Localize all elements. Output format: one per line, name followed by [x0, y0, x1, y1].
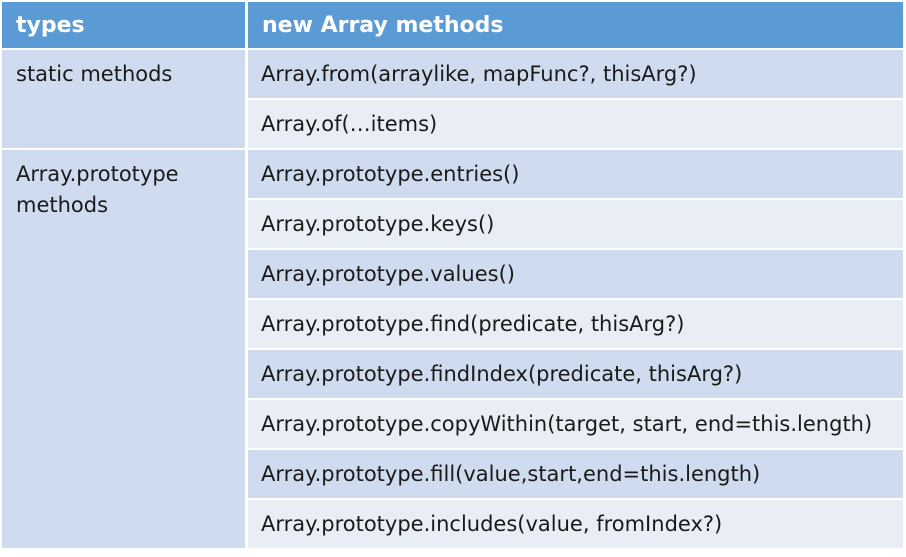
method-cell: Array.prototype.findIndex(predicate, thi… — [248, 350, 903, 398]
type-cell-static: static methods — [2, 50, 245, 148]
method-cell: Array.prototype.entries() — [248, 150, 903, 198]
method-cell: Array.prototype.values() — [248, 250, 903, 298]
method-cell: Array.of(…items) — [248, 100, 903, 148]
method-cell: Array.prototype.fill(value,start,end=thi… — [248, 450, 903, 498]
header-methods: new Array methods — [248, 2, 903, 48]
method-cell: Array.from(arraylike, mapFunc?, thisArg?… — [248, 50, 903, 98]
method-cell: Array.prototype.includes(value, fromInde… — [248, 500, 903, 548]
method-cell: Array.prototype.find(predicate, thisArg?… — [248, 300, 903, 348]
method-cell: Array.prototype.copyWithin(target, start… — [248, 400, 903, 448]
type-cell-prototype: Array.prototype methods — [2, 150, 245, 548]
method-cell: Array.prototype.keys() — [248, 200, 903, 248]
header-types: types — [2, 2, 245, 48]
